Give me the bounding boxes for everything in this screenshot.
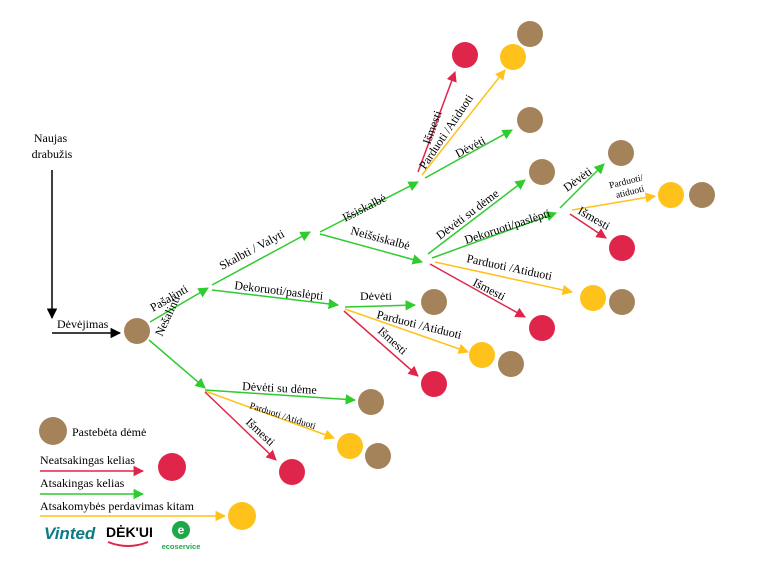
arrow-sell-small-2 <box>204 390 335 440</box>
stain-circle-1 <box>517 21 543 47</box>
arrow-sell-3 <box>344 308 469 354</box>
arrow-wear-with-stain-2 <box>204 389 357 405</box>
arrow-wear-1 <box>424 129 513 179</box>
discard-2-label: Išmesti <box>471 275 509 304</box>
arrow-sell-1 <box>421 69 506 176</box>
arrow-discard-2 <box>429 263 526 318</box>
stain-circle-7 <box>421 289 447 315</box>
irresponsible-circle-1 <box>452 42 478 68</box>
arrow-discard-3 <box>569 213 607 239</box>
stain-circle-9 <box>358 389 384 415</box>
legend-stain-label: Pastebėta dėmė <box>72 425 146 439</box>
stain-circle-5 <box>689 182 715 208</box>
vinted-logo: Vinted <box>44 524 96 543</box>
transfer-circle-4 <box>469 342 495 368</box>
legend-responsible-label: Atsakingas kelias <box>40 476 125 490</box>
transfer-circle-1 <box>500 44 526 70</box>
arrow-wear-3 <box>344 300 417 311</box>
legend-irresponsible-circle <box>158 453 186 481</box>
arrow-discard-4 <box>343 310 419 377</box>
arrow-discard-1 <box>417 71 457 173</box>
start-label: Naujas drabužis <box>32 131 73 161</box>
arrow-washed-out <box>319 181 419 233</box>
transfer-circle-2 <box>658 182 684 208</box>
discard-3-label: Išmesti <box>576 203 614 233</box>
start-label-line-2: drabužis <box>32 147 73 161</box>
ecoservice-logo: ecoservice <box>162 542 201 551</box>
ecoservice-e-glyph: e <box>178 523 185 537</box>
arrow-decorate-2 <box>431 211 557 259</box>
decorate-1-label: Dekoruoti/paslėpti <box>234 278 325 303</box>
arrow-sell-small-1 <box>571 192 657 211</box>
irresponsible-circle-4 <box>421 371 447 397</box>
stain-circle-3 <box>529 159 555 185</box>
wearing-label: Dėvėjimas <box>57 317 109 331</box>
arrow-wash <box>211 231 311 286</box>
dekui-logo: DĖK'UI <box>106 524 153 540</box>
logos: Vinted DĖK'UI e ecoservice <box>44 521 200 551</box>
irresponsible-circle-3 <box>529 315 555 341</box>
stain-circle-10 <box>365 443 391 469</box>
legend: Pastebėta dėmė Neatsakingas kelias Atsak… <box>39 417 256 530</box>
arrow-not-washed-out <box>319 233 424 265</box>
wear-1-label: Dėvėti <box>453 133 488 161</box>
irresponsible-circle-2 <box>609 235 635 261</box>
legend-stain-circle <box>39 417 67 445</box>
dekui-smile-icon <box>107 541 149 547</box>
stain-circle-2 <box>517 107 543 133</box>
stain-circle-origin <box>124 318 150 344</box>
not-washed-out-label: Neišsiskalbė <box>349 223 411 252</box>
arrow-discard-5 <box>204 391 277 461</box>
discard-4-label: Išmesti <box>375 324 411 358</box>
legend-transfer-circle <box>228 502 256 530</box>
arrow-wear-2 <box>559 163 605 209</box>
washed-out-label: Išsiskalbė <box>340 191 389 225</box>
ecoservice-leaf-icon <box>172 521 190 539</box>
legend-transfer-label: Atsakomybės perdavimas kitam <box>40 499 195 513</box>
stain-circle-6 <box>609 289 635 315</box>
start-label-line-1: Naujas <box>34 131 68 145</box>
transfer-circle-3 <box>580 285 606 311</box>
arrow-decorate-1 <box>211 289 340 310</box>
arrow-not-remove <box>148 339 206 389</box>
arrow-sell-2 <box>434 261 574 296</box>
stain-circle-8 <box>498 351 524 377</box>
stain-circle-4 <box>608 140 634 166</box>
discard-5-label: Išmesti <box>243 415 278 449</box>
wear-with-stain-2-label: Dėvėti su dėme <box>242 379 317 397</box>
legend-irresponsible-label: Neatsakingas kelias <box>40 453 135 467</box>
arrow-wear-with-stain-1 <box>427 179 526 255</box>
arrow-remove <box>149 287 209 323</box>
irresponsible-circle-5 <box>279 459 305 485</box>
transfer-circle-5 <box>337 433 363 459</box>
wear-3-label: Dėvėti <box>360 289 393 303</box>
